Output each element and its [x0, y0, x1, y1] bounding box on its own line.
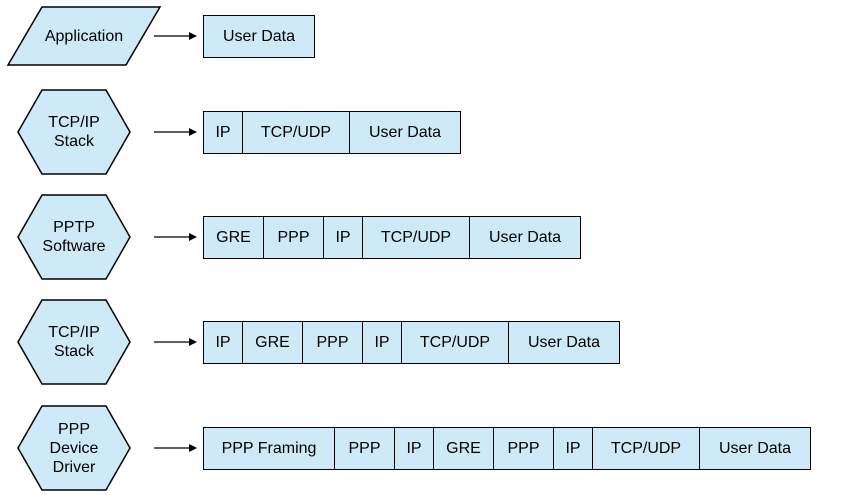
packet-segment: IP	[363, 322, 402, 363]
packet-segment: GRE	[434, 428, 494, 469]
packet-segment: IP	[395, 428, 434, 469]
packet-segment: TCP/UDP	[243, 112, 350, 153]
right-arrow-icon	[189, 128, 197, 136]
right-arrow-icon	[189, 233, 197, 241]
packet-segment: GRE	[204, 217, 264, 258]
packet-segment: TCP/UDP	[363, 217, 470, 258]
hexagon-shape	[17, 89, 131, 175]
packet-segment: IP	[204, 112, 243, 153]
stage-shape-graphic	[6, 6, 197, 66]
packet-segment: GRE	[243, 322, 303, 363]
stage-shape-graphic	[17, 299, 197, 385]
hexagon-shape	[17, 299, 131, 385]
packet-segment: User Data	[350, 112, 460, 153]
packet-segment: PPP	[303, 322, 363, 363]
hexagon-shape	[17, 194, 131, 280]
packet-segment: PPP Framing	[204, 428, 335, 469]
stage-shape-graphic	[17, 89, 197, 175]
packet-segment: User Data	[470, 217, 580, 258]
right-arrow-icon	[189, 32, 197, 40]
packet-segment: TCP/UDP	[593, 428, 700, 469]
packet-segment: User Data	[204, 16, 314, 57]
packet-segment: TCP/UDP	[402, 322, 509, 363]
packet-layout: User Data	[203, 15, 315, 58]
packet-segment: PPP	[494, 428, 554, 469]
packet-segment: IP	[324, 217, 363, 258]
stage-shape-graphic	[17, 194, 197, 280]
right-arrow-icon	[189, 338, 197, 346]
packet-segment: User Data	[700, 428, 810, 469]
stage-shape-graphic	[17, 405, 197, 491]
packet-segment: IP	[204, 322, 243, 363]
parallelogram-shape	[6, 6, 162, 66]
right-arrow-icon	[189, 444, 197, 452]
packet-segment: IP	[554, 428, 593, 469]
packet-segment: PPP	[264, 217, 324, 258]
packet-segment: User Data	[509, 322, 619, 363]
hexagon-shape	[17, 405, 131, 491]
packet-segment: PPP	[335, 428, 395, 469]
